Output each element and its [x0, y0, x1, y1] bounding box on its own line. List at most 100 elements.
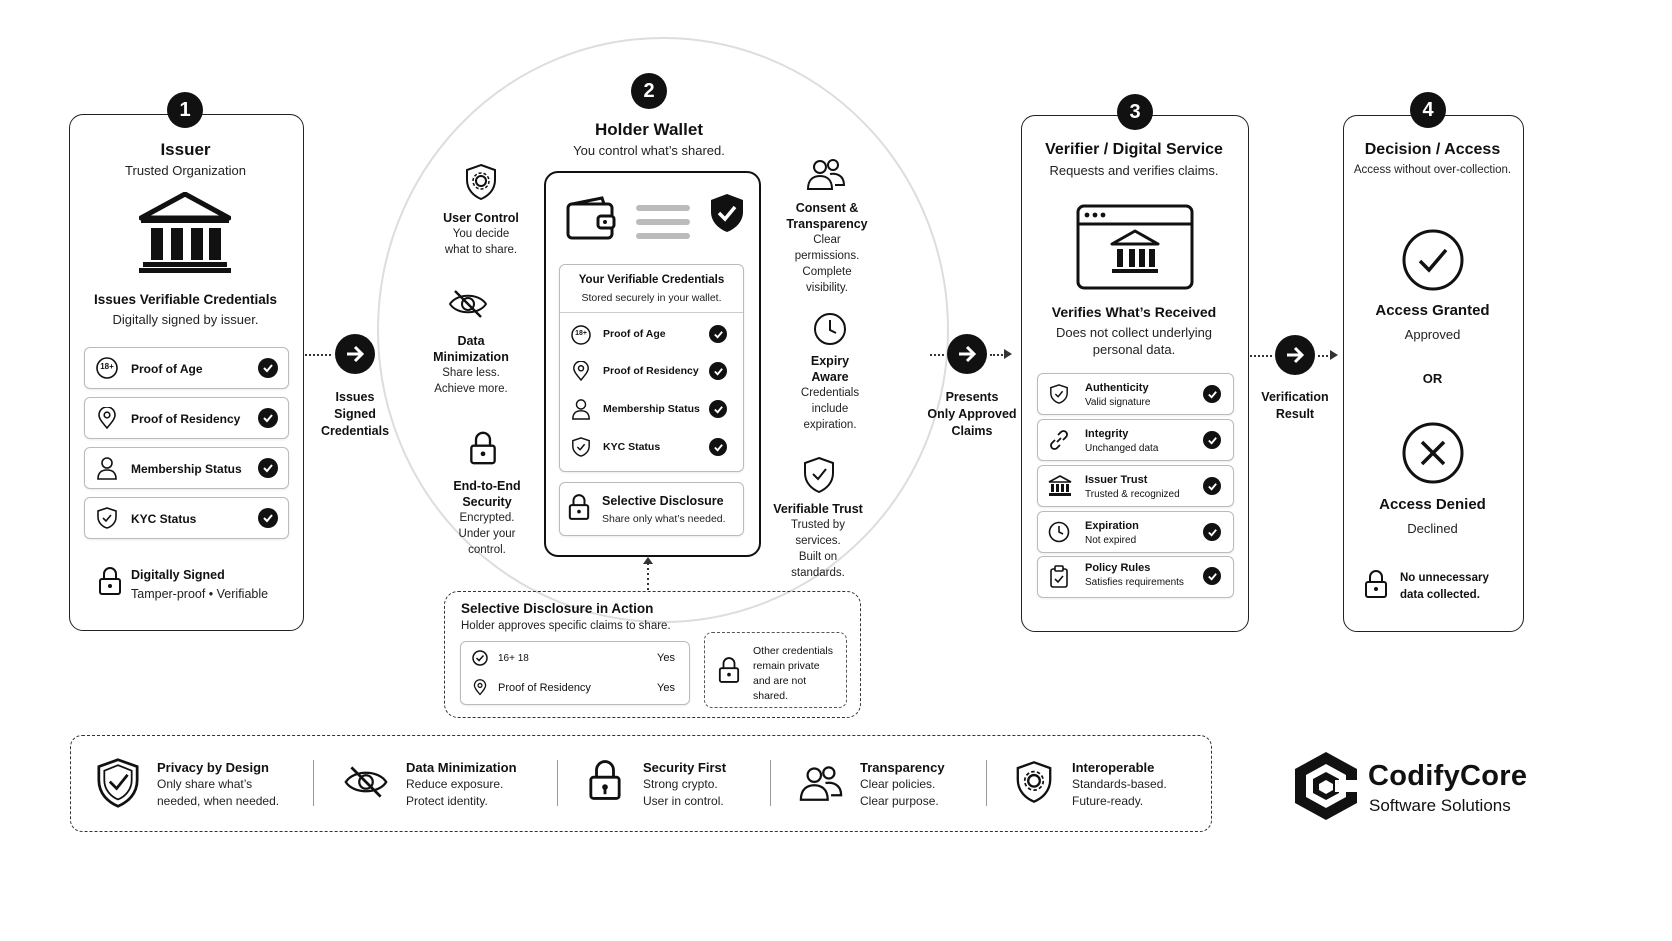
check-icon — [1203, 567, 1221, 585]
divider — [770, 760, 771, 806]
connector-dots — [1318, 355, 1332, 357]
shield-gear-icon — [1016, 761, 1052, 803]
caption-line: Only Approved — [927, 407, 1017, 421]
check-title: Integrity — [1085, 428, 1129, 440]
feature-title: Transparency — [786, 217, 868, 231]
credential-label: KYC Status — [603, 441, 661, 453]
check-subtitle: Unchanged data — [1085, 443, 1159, 454]
feature-desc: Credentials — [800, 387, 860, 399]
feature-desc: Achieve more. — [434, 383, 508, 395]
principle-line: Clear purpose. — [860, 794, 939, 808]
access-denied-sub: Declined — [1407, 521, 1458, 536]
check-subtitle: Not expired — [1085, 535, 1137, 546]
arrow-right-icon — [335, 334, 375, 374]
feature-consent-transparency: Consent & Transparency Clear permissions… — [767, 200, 887, 296]
feature-desc: services. — [795, 535, 841, 547]
feature-title: Consent & — [795, 201, 859, 215]
feature-desc: Built on — [798, 551, 838, 563]
wallet-selective-disclosure: Selective Disclosure Share only what’s n… — [559, 482, 744, 536]
private-note-line: and are not — [753, 675, 807, 687]
wallet-line-placeholder — [636, 233, 690, 239]
wallet-line-placeholder — [636, 219, 690, 225]
feature-desc: Under your — [458, 528, 516, 540]
issuer-heading: Issues Verifiable Credentials — [93, 292, 278, 307]
age-18-icon-text: 18+ — [100, 362, 114, 371]
feature-desc: standards. — [791, 567, 845, 579]
feature-title: Minimization — [433, 350, 509, 364]
users-icon — [799, 766, 843, 801]
credential-label: Proof of Age — [131, 362, 203, 376]
credential-label: Membership Status — [131, 462, 242, 476]
caption-line: Claims — [951, 424, 993, 438]
feature-user-control: User Control You decide what to share. — [421, 210, 541, 258]
check-title: Issuer Trust — [1085, 474, 1148, 486]
credential-label: Proof of Residency — [603, 365, 699, 377]
step-2-badge: 2 — [631, 73, 667, 109]
divider — [313, 760, 314, 806]
up-arrow-connector — [643, 557, 653, 593]
feature-title: Data — [457, 334, 485, 348]
feature-desc: Encrypted. — [459, 512, 515, 524]
feature-expiry-aware: Expiry Aware Credentials include expirat… — [770, 353, 890, 433]
verifier-check-integrity: Integrity Unchanged data — [1037, 419, 1234, 461]
shield-check-icon — [804, 456, 834, 494]
verifier-check-issuer-trust: Issuer Trust Trusted & recognized — [1037, 465, 1234, 507]
wallet-line-placeholder — [636, 205, 690, 211]
lock-icon — [589, 760, 621, 800]
issuer-credential-age: 18+ Proof of Age — [84, 347, 289, 389]
feature-desc: control. — [468, 544, 506, 556]
divider — [557, 760, 558, 806]
selective-title: Selective Disclosure in Action — [461, 601, 654, 616]
check-icon — [709, 400, 727, 418]
shield-check-icon — [572, 437, 590, 457]
feature-end-to-end-security: End-to-End Security Encrypted. Under you… — [427, 478, 547, 558]
arrowhead-icon — [1004, 349, 1012, 359]
divider — [560, 312, 743, 313]
decision-note: No unnecessary data collected. — [1400, 570, 1489, 604]
wallet-icon — [566, 196, 616, 240]
check-icon — [709, 438, 727, 456]
caption-line: Result — [1275, 407, 1315, 421]
wallet-creds-subtitle: Stored securely in your wallet. — [581, 292, 722, 304]
wallet-title: Holder Wallet — [595, 120, 703, 139]
wallet-halo-circle — [377, 37, 949, 623]
feature-data-minimization: Data Minimization Share less. Achieve mo… — [411, 333, 531, 397]
credential-label: Membership Status — [603, 403, 700, 415]
principle-line: Only share what’s — [157, 777, 253, 791]
verifier-desc-line: personal data. — [1092, 342, 1176, 357]
caption-line: Signed — [334, 407, 376, 421]
verifier-desc-line: Does not collect underlying — [1055, 325, 1213, 340]
codifycore-logo-icon — [1295, 752, 1359, 820]
check-icon — [1203, 431, 1221, 449]
caption-line: Verification — [1261, 390, 1329, 404]
private-note: Other credentials remain private and are… — [753, 644, 833, 704]
decision-or: OR — [1422, 371, 1443, 386]
check-icon — [1203, 477, 1221, 495]
principle-line: Protect identity. — [406, 794, 488, 808]
divider — [986, 760, 987, 806]
x-circle-icon — [1402, 422, 1464, 484]
principle-line: User in control. — [643, 794, 724, 808]
location-pin-icon — [473, 679, 487, 696]
issuer-subheading: Digitally signed by issuer. — [112, 312, 259, 327]
issuer-credential-membership: Membership Status — [84, 447, 289, 489]
sd-title: Selective Disclosure — [602, 494, 724, 508]
verifier-check-policy-rules: Policy Rules Satisfies requirements — [1037, 556, 1234, 598]
principle-transparency: Transparency Clear policies. Clear purpo… — [860, 759, 945, 810]
feature-desc: You decide — [452, 228, 510, 240]
caption-line: Presents — [945, 390, 999, 404]
principle-title: Data Minimization — [406, 760, 517, 775]
eye-off-icon — [448, 290, 488, 318]
shield-check-icon — [97, 507, 117, 529]
verifier-check-expiration: Expiration Not expired — [1037, 511, 1234, 553]
selective-disclosure-box — [444, 591, 861, 718]
arrow-right-icon — [1275, 335, 1315, 375]
browser-bank-icon — [1076, 204, 1194, 290]
check-icon — [709, 325, 727, 343]
feature-desc: what to share. — [444, 244, 518, 256]
feature-title: Security — [462, 495, 512, 509]
feature-desc: expiration. — [803, 419, 857, 431]
claim-value: Yes — [657, 682, 675, 694]
principle-title: Security First — [643, 760, 727, 775]
step-1-badge: 1 — [167, 92, 203, 128]
